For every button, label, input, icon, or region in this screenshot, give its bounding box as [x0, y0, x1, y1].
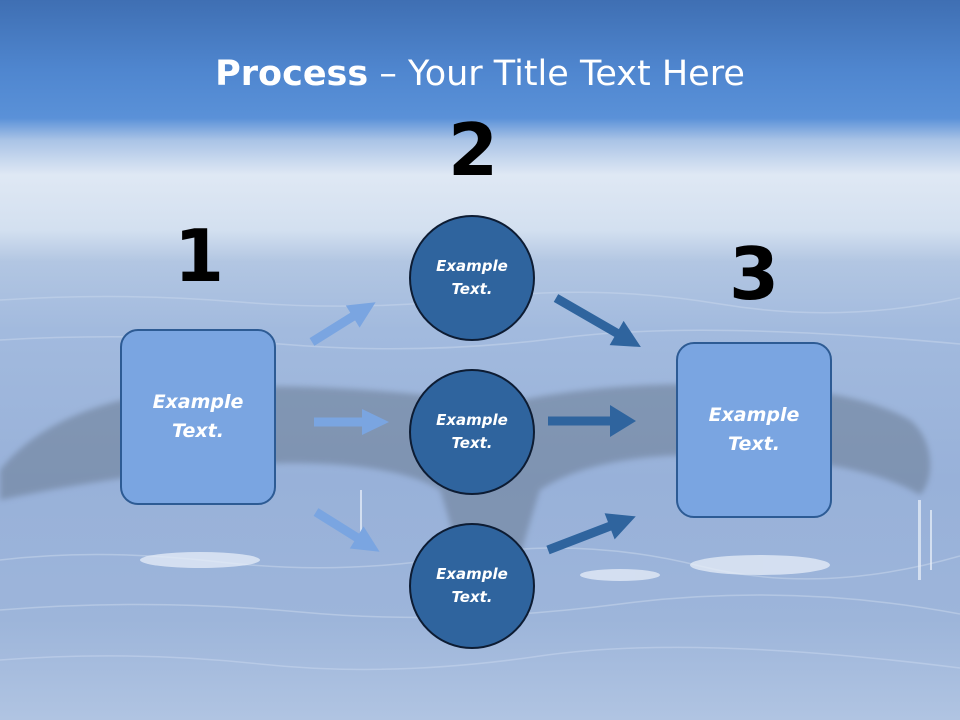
- arrow-icon: [553, 294, 641, 347]
- left-box-line-2: Text.: [172, 420, 224, 442]
- arrow-icon: [314, 409, 389, 435]
- bottom-circle-line-1: Example: [436, 565, 508, 583]
- title-rest: – Your Title Text Here: [368, 54, 745, 94]
- step-number-1: 1: [173, 214, 225, 298]
- arrow-icon: [313, 508, 380, 552]
- arrow-icon: [309, 302, 376, 346]
- middle-circle-line-2: Text.: [451, 434, 493, 452]
- arrow-icon: [548, 405, 636, 437]
- slide-title: Process – Your Title Text Here: [0, 52, 960, 96]
- title-bold: Process: [215, 54, 369, 94]
- bottom-circle-line-2: Text.: [451, 588, 493, 606]
- top-circle-line-1: Example: [436, 257, 508, 275]
- right-box-line-2: Text.: [728, 433, 780, 455]
- middle-circle-line-1: Example: [436, 411, 508, 429]
- arrow-icon: [546, 513, 636, 555]
- top-circle-line-2: Text.: [451, 280, 493, 298]
- right-box-line-1: Example: [708, 404, 800, 426]
- left-box-line-1: Example: [152, 391, 244, 413]
- step-number-3: 3: [728, 232, 780, 316]
- step-number-2: 2: [447, 108, 499, 192]
